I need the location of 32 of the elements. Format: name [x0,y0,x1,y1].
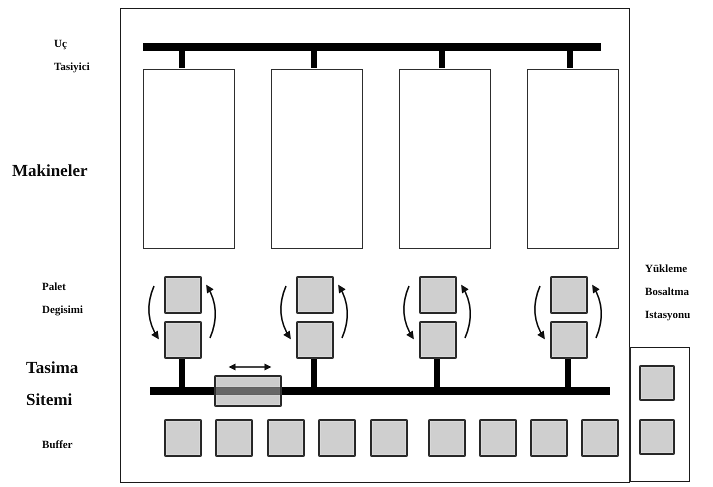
pallet-box [550,276,588,314]
pallet-box [164,276,202,314]
pallet-box [164,321,202,359]
buffer-slot [428,419,466,457]
pallet-box [419,321,457,359]
side-label: Yükleme Bosaltma Istasyonu [645,262,692,324]
pallet-box [419,276,457,314]
pallet-box [639,365,675,401]
side-label: Tasima Sitemi [26,357,80,412]
buffer-slot [581,419,619,457]
pallet-box [296,276,334,314]
side-label: Palet Degisimi [42,280,84,318]
side-label: Buffer [42,438,74,453]
station-frame [630,347,690,482]
side-label: Makineler [12,160,89,182]
pallet-box [296,321,334,359]
buffer-slot [318,419,356,457]
machine-box [271,69,363,249]
pallet-box [639,419,675,455]
buffer-slot [370,419,408,457]
buffer-slot [215,419,253,457]
buffer-slot [479,419,517,457]
machine-box [143,69,235,249]
buffer-slot [530,419,568,457]
pallet-box [550,321,588,359]
machine-box [399,69,491,249]
machine-box [527,69,619,249]
transport-cart [214,375,282,407]
side-label: Uç Tasiyici [54,37,91,76]
system-frame [120,8,630,483]
buffer-slot [267,419,305,457]
buffer-slot [164,419,202,457]
